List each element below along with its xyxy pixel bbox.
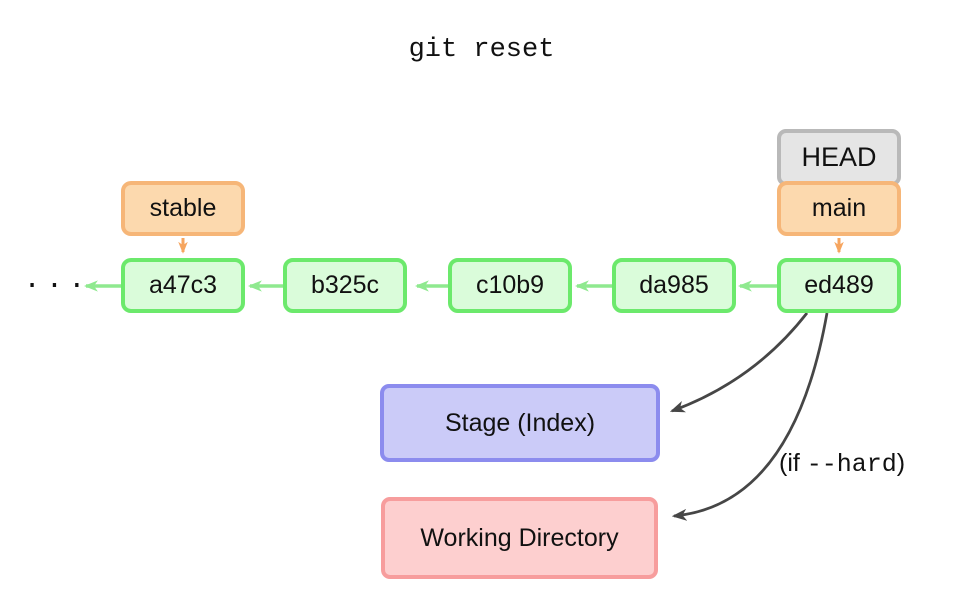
commit-node-ed489: ed489	[777, 258, 901, 313]
branch-label-main: main	[777, 181, 901, 236]
if-hard-flag: --hard	[806, 450, 897, 479]
head-label-box: HEAD	[777, 129, 901, 186]
reset-arrow-ed489-to-workdir	[671, 312, 829, 521]
branch-label-stable: stable	[121, 181, 245, 236]
if-hard-prefix: (if	[779, 449, 807, 477]
diagram-title: git reset	[408, 35, 555, 65]
working-directory-box: Working Directory	[381, 497, 658, 579]
commit-node-da985: da985	[612, 258, 736, 313]
if-hard-suffix: )	[896, 449, 906, 477]
if-hard-annotation: (if --hard)	[779, 449, 905, 479]
reset-arrow-ed489-to-stage	[669, 312, 809, 413]
history-ellipsis: · · ·	[27, 266, 83, 304]
commit-node-a47c3: a47c3	[121, 258, 245, 313]
commit-node-c10b9: c10b9	[448, 258, 572, 313]
commit-node-b325c: b325c	[283, 258, 407, 313]
stage-index-box: Stage (Index)	[380, 384, 660, 462]
